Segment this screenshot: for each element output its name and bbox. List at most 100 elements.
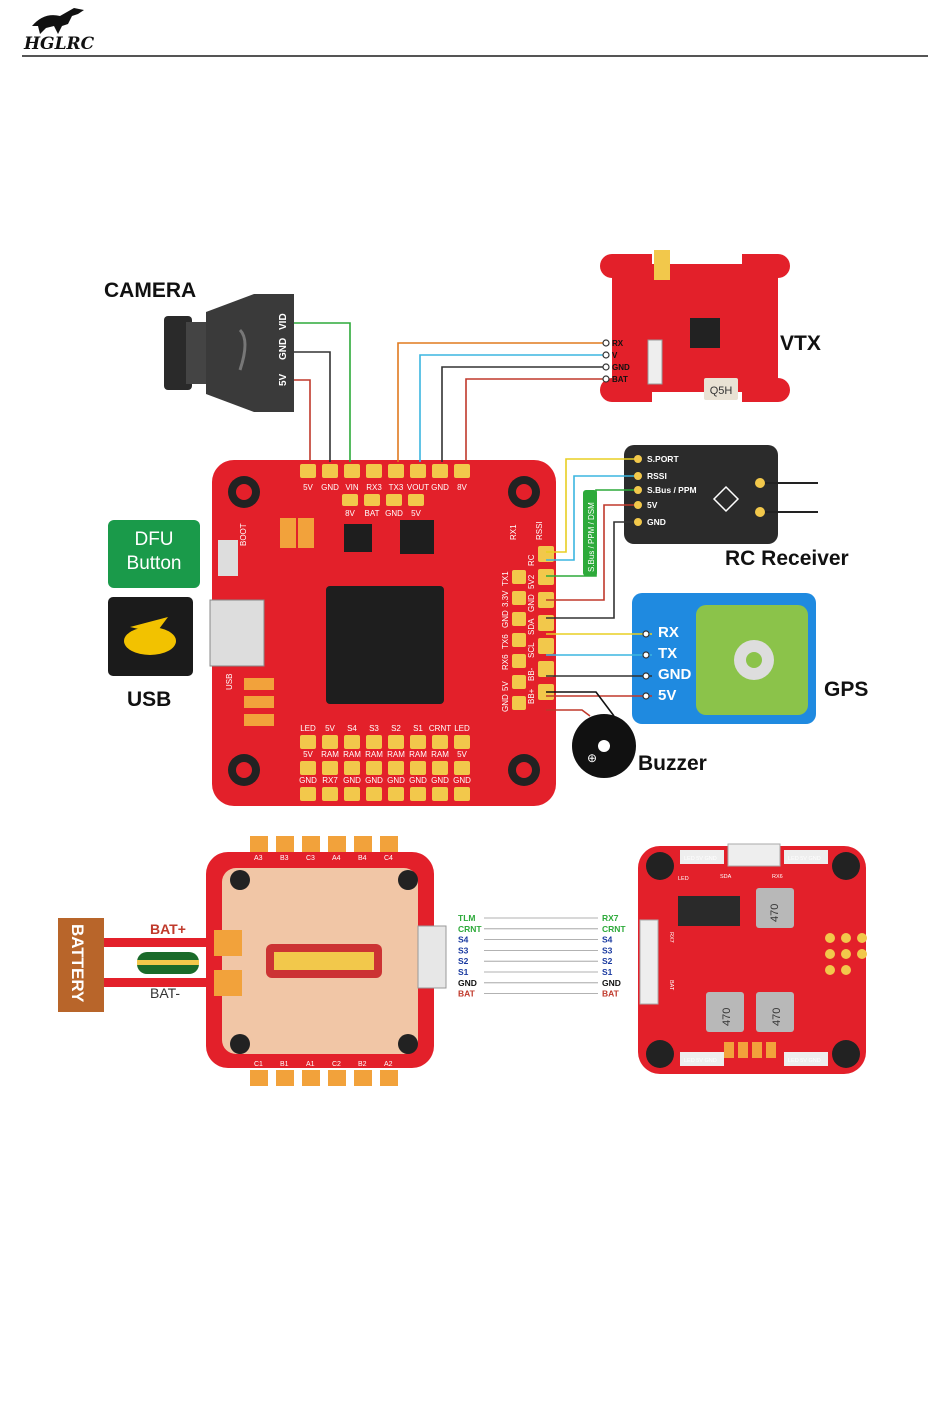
fc-bottom-pin-label: GND [453, 776, 471, 785]
fc-bottom-pin-label: RAM [409, 750, 427, 759]
fc-right-inner-pad [512, 654, 526, 668]
gps-pin-rx: RX [658, 624, 679, 641]
fc-bottom-pin-label: RAM [387, 750, 405, 759]
fc-bottom-pad [322, 761, 338, 775]
esc-bottom-pad-label: A2 [384, 1061, 393, 1068]
vtx-pin-rx: RX [612, 339, 624, 348]
fcb-rx7: RX7 [668, 932, 674, 943]
fc-right-outer-label: SCL [527, 642, 536, 658]
esc-bottom-pad [276, 1070, 294, 1086]
fc-top-pad [388, 464, 404, 478]
esc-board [206, 836, 447, 1086]
fc-right-inner-label: 3.3V [501, 590, 510, 607]
esc-left-signal: CRNT [458, 924, 482, 934]
fc-right-inner-pad [512, 612, 526, 626]
fc-bottom-pad [454, 787, 470, 801]
esc-right-signal: BAT [602, 989, 620, 999]
fc-top2-pin-label: 5V [411, 509, 421, 518]
fc-right-inner-pad [512, 570, 526, 584]
vtx-label: VTX [780, 332, 821, 355]
bat-plus-label: BAT+ [150, 921, 186, 937]
fc-right-outer-pad [538, 638, 554, 654]
rc-pin-5v: 5V [647, 500, 658, 510]
gps-pin-gnd: GND [658, 666, 692, 683]
fc-right-outer-label: 5V2 [527, 574, 536, 589]
fc-bottom-pin-label: GND [431, 776, 449, 785]
fc-bottom-pad [344, 787, 360, 801]
fc-bottom-pad [410, 787, 426, 801]
fc-right-inner-label: GND [501, 694, 510, 712]
rc-pin-sport: S.PORT [647, 454, 679, 464]
gps-pin-tx: TX [658, 645, 677, 662]
fc-top2-pin-label: BAT [365, 509, 380, 518]
esc-right-signal: S1 [602, 967, 613, 977]
fc-right-inner-pad [512, 675, 526, 689]
esc-top-pad [302, 836, 320, 852]
fc-top-pad [432, 464, 448, 478]
inductor-label-2: 470 [721, 1008, 733, 1026]
fc-bottom-board: 470 470 470 [638, 843, 867, 1074]
esc-right-signal: S3 [602, 945, 613, 955]
esc-left-signal: TLM [458, 913, 475, 923]
esc-left-signal: S1 [458, 967, 469, 977]
esc-top-pad [276, 836, 294, 852]
fc-top-pin-label: GND [431, 483, 449, 492]
fc-top-pad [454, 464, 470, 478]
fc-right-outer-label: SDA [527, 618, 536, 635]
camera-pin-vid: VID [278, 313, 289, 330]
fc-top-pad [300, 464, 316, 478]
vtx-board: Q5H [600, 250, 790, 402]
fc-bottom-pad [388, 735, 404, 749]
fcb-rx6: RX6 [772, 874, 783, 880]
fc-top-pad [344, 464, 360, 478]
fc-rx1-label: RX1 [509, 524, 518, 540]
fc-bottom-pad [410, 735, 426, 749]
fc-bottom-pin-label: S3 [369, 724, 379, 733]
fc-bottom-pin-label: GND [299, 776, 317, 785]
fc-right-inner-label: RX6 [501, 654, 510, 670]
esc-top-pad-label: C4 [384, 855, 393, 862]
camera-label: CAMERA [104, 279, 197, 302]
fc-bottom-pin-label: LED [300, 724, 316, 733]
fc-right-inner-label: TX1 [501, 571, 510, 586]
fc-top-pin-label: TX3 [389, 483, 404, 492]
dfu-line1: DFU [134, 529, 174, 550]
fc-bottom-pin-label: S2 [391, 724, 401, 733]
fc-right-outer-pad [538, 546, 554, 562]
fc-top-pin-label: VIN [345, 483, 359, 492]
esc-bottom-pad-label: C1 [254, 1061, 263, 1068]
battery-label: BATTERY [68, 924, 87, 1003]
esc-bottom-pad-label: A1 [306, 1061, 315, 1068]
fc-bottom-pin-label: RX7 [322, 776, 338, 785]
esc-top-pad [328, 836, 346, 852]
fc-bottom-pad [366, 761, 382, 775]
esc-left-signal: S3 [458, 945, 469, 955]
rc-pin-sbus: S.Bus / PPM [647, 485, 697, 495]
esc-top-pad-label: A3 [254, 855, 263, 862]
buzzer: ⊕ [572, 714, 636, 778]
fc-bottom-pad [454, 735, 470, 749]
rc-receiver-board [624, 445, 818, 544]
fcb-bottom-left: LED 5V GND [684, 1058, 717, 1064]
fc-top2-pin-label: GND [385, 509, 403, 518]
fc-bottom-pin-label: 5V [325, 724, 335, 733]
gps-pin-5v: 5V [658, 687, 676, 704]
fc-bottom-pin-label: RAM [321, 750, 339, 759]
fc-top-pin-label: 8V [457, 483, 467, 492]
gps-label: GPS [824, 678, 869, 701]
fc-bottom-pin-label: RAM [365, 750, 383, 759]
vtx-chip-label: Q5H [710, 385, 733, 397]
svg-text:⊕: ⊕ [587, 751, 597, 765]
fc-right-outer-label: BB+ [527, 688, 536, 704]
fc-right-inner-label: GND [501, 610, 510, 628]
esc-bottom-pad [328, 1070, 346, 1086]
camera-pin-5v: 5V [278, 373, 289, 386]
fc-top-pad [366, 464, 382, 478]
fc-bottom-pin-label: GND [387, 776, 405, 785]
fcb-top-left: LED 5V GND [684, 856, 717, 862]
fc-rssi-label: RSSI [535, 521, 544, 540]
usb-label: USB [127, 688, 172, 711]
fcb-sda: SDA [720, 874, 732, 880]
esc-top-pad [250, 836, 268, 852]
fc-right-outer-pad [538, 569, 554, 585]
